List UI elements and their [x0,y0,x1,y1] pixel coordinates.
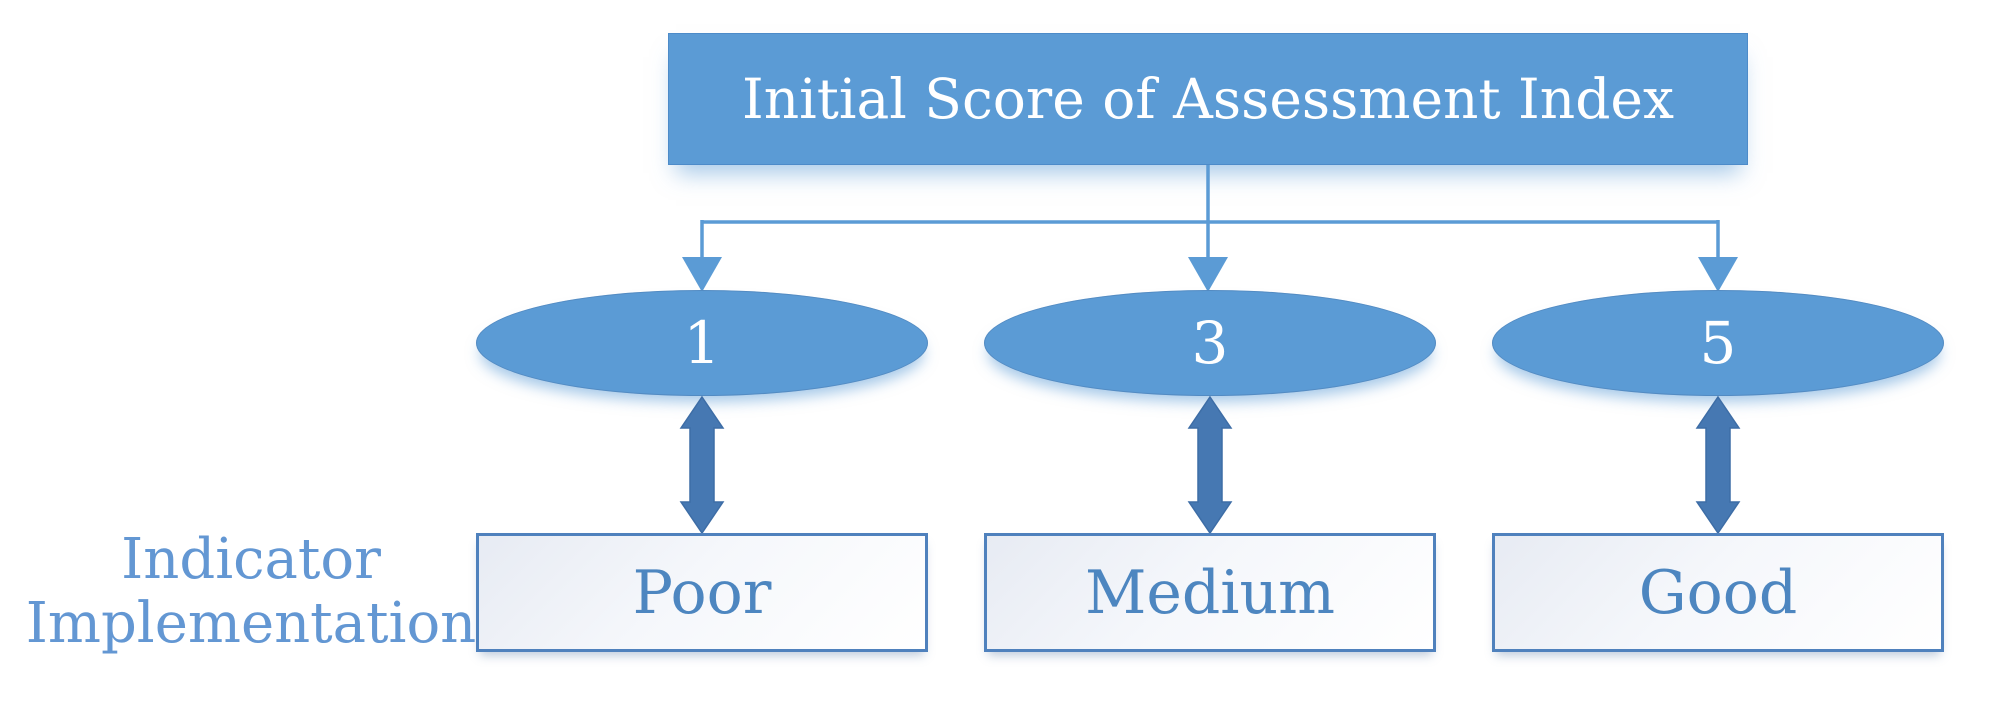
implementation-label: Medium [1084,557,1336,628]
row-label-indicator-implementation: Indicator Implementation [16,527,486,657]
score-ellipse-3: 3 [984,290,1436,396]
double-arrow-icon [1187,395,1233,535]
page-title: Initial Score of Assessment Index [742,67,1674,131]
score-value: 5 [1699,309,1737,377]
arrow-down-icon [682,257,722,292]
row-label-line2: Implementation [25,591,477,656]
score-ellipse-5: 5 [1492,290,1944,396]
implementation-box-poor: Poor [476,533,928,652]
implementation-label: Good [1638,557,1798,628]
score-ellipse-1: 1 [476,290,928,396]
title-box: Initial Score of Assessment Index [668,33,1748,165]
implementation-label: Poor [632,557,772,628]
arrow-down-icon [1698,257,1738,292]
double-arrow-icon [1695,395,1741,535]
arrow-down-icon [1188,257,1228,292]
score-value: 3 [1191,309,1229,377]
double-arrow-icon [679,395,725,535]
implementation-box-medium: Medium [984,533,1436,652]
score-value: 1 [683,309,721,377]
implementation-box-good: Good [1492,533,1944,652]
row-label-line1: Indicator [121,527,381,593]
